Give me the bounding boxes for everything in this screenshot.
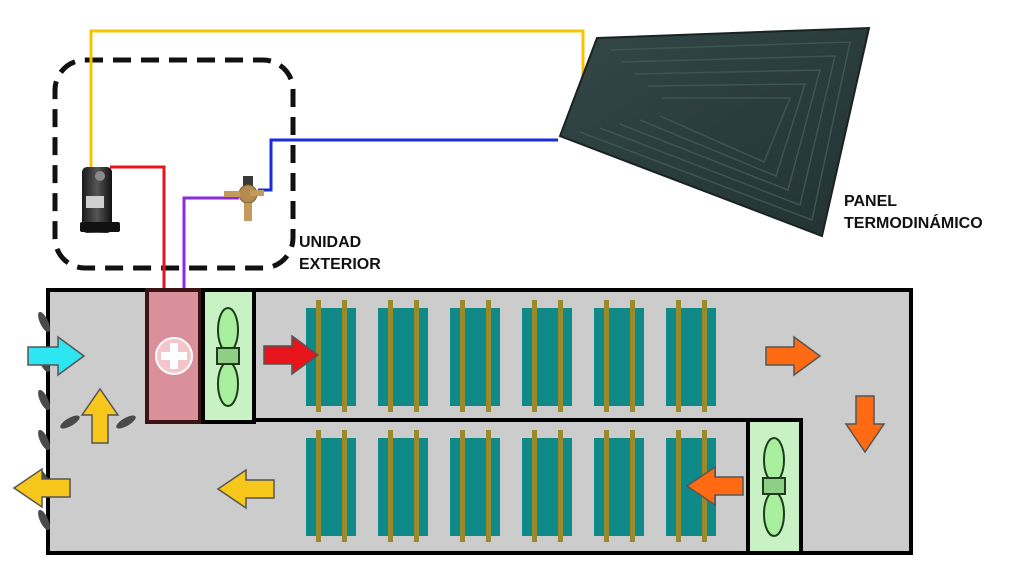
thermodynamic-panel-icon	[558, 26, 871, 238]
yellow-pipe	[89, 29, 585, 178]
cyan-arrow-icon	[27, 335, 86, 377]
panel-label: PANEL TERMODINÁMICO	[844, 191, 983, 235]
orange-arrow-left-icon	[685, 465, 744, 507]
outdoor-unit-label-line1: UNIDAD	[299, 234, 362, 251]
coil	[378, 300, 428, 412]
outdoor-unit-boundary	[52, 57, 296, 271]
panel-label-line1: PANEL	[844, 193, 898, 210]
orange-arrow-down-icon	[844, 395, 886, 454]
red-pipe	[110, 165, 166, 295]
panel-label-line2: TERMODINÁMICO	[844, 215, 983, 232]
coil-row-top	[306, 300, 716, 412]
yellow-arrow-up-icon	[80, 387, 120, 444]
fan-icon	[201, 288, 256, 424]
coil	[450, 430, 500, 542]
yellow-arrow-left-icon	[216, 468, 275, 510]
coil	[594, 300, 644, 412]
coil	[666, 300, 716, 412]
coil	[522, 430, 572, 542]
heater-plus-icon	[145, 288, 202, 424]
fan-icon	[746, 418, 803, 555]
coil	[522, 300, 572, 412]
outdoor-unit-label: UNIDAD EXTERIOR	[299, 232, 381, 276]
blue-pipe	[258, 138, 558, 192]
expansion-valve-icon	[224, 176, 264, 221]
coil	[450, 300, 500, 412]
compressor-icon	[80, 167, 120, 233]
red-arrow-icon	[263, 334, 320, 376]
coil	[594, 430, 644, 542]
coil	[378, 430, 428, 542]
orange-arrow-right-icon	[765, 335, 822, 377]
purple-pipe	[182, 196, 239, 295]
coil	[306, 430, 356, 542]
outdoor-unit-label-line2: EXTERIOR	[299, 256, 381, 273]
yellow-arrow-left-icon	[12, 467, 71, 509]
